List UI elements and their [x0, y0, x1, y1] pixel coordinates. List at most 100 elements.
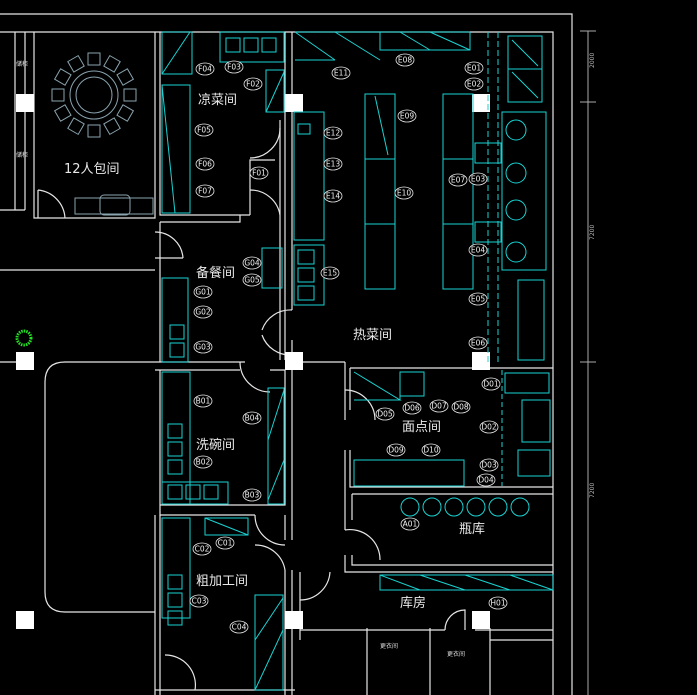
- columns: [16, 94, 490, 629]
- tag-label: F02: [246, 80, 260, 89]
- tag-label: C01: [218, 539, 233, 548]
- room-label-changing-2: 更衣间: [447, 650, 465, 658]
- room-label-changing-1: 更衣间: [380, 642, 398, 650]
- equipment-tag: E05: [468, 292, 488, 306]
- tag-label: D01: [483, 380, 499, 389]
- tag-label: C02: [195, 545, 210, 554]
- equipment-tag: F02: [243, 77, 263, 91]
- tag-label: A01: [403, 520, 418, 529]
- tag-label: D03: [481, 461, 497, 470]
- tag-label: E11: [334, 69, 349, 78]
- tag-label: D06: [404, 404, 420, 413]
- equipment-tag: D04: [476, 473, 496, 487]
- equipment-tag: D07: [429, 399, 449, 413]
- equipment-tag: G02: [193, 305, 213, 319]
- equipment-tag: F04: [195, 62, 215, 76]
- equipment-tag: D01: [481, 377, 501, 391]
- tag-label: H01: [490, 599, 505, 608]
- chair: [53, 68, 72, 86]
- tag-label: F03: [227, 63, 241, 72]
- chair: [87, 52, 101, 66]
- equipment-tag: G03: [193, 340, 213, 354]
- sofa: [74, 194, 154, 216]
- chair: [67, 54, 85, 73]
- tag-label: D05: [377, 410, 393, 419]
- tag-label: C03: [192, 597, 207, 606]
- tag-label: E01: [467, 64, 482, 73]
- equipment-tag: B04: [242, 411, 262, 425]
- tag-label: D04: [478, 476, 494, 485]
- equipment-tag: D05: [375, 407, 395, 421]
- equipment-tag: D02: [479, 420, 499, 434]
- room-label-dishwashing: 洗碗间: [196, 437, 235, 453]
- equipment-tag: A01: [400, 517, 420, 531]
- tag-label: G03: [195, 343, 211, 352]
- equipment-tag: D03: [479, 458, 499, 472]
- dimension-line: 2000 7200 7200: [580, 30, 596, 695]
- equipment-tag: D09: [386, 443, 406, 457]
- equipment-tag: B02: [193, 455, 213, 469]
- equipment-tag: C04: [229, 620, 249, 634]
- chair: [53, 104, 72, 122]
- equipment: [161, 31, 554, 691]
- equipment-tag: G05: [242, 273, 262, 287]
- equipment-tag: D08: [451, 400, 471, 414]
- equipment-tag: F03: [224, 60, 244, 74]
- room-label-storeroom: 库房: [400, 595, 426, 611]
- chair: [103, 54, 121, 73]
- plant-icon: [15, 329, 33, 347]
- tag-label: F05: [197, 126, 211, 135]
- bottle-rack: [422, 497, 442, 517]
- tag-label: G01: [195, 288, 211, 297]
- tag-label: E15: [323, 269, 338, 278]
- equipment-tag: F07: [195, 184, 215, 198]
- bottle-rack: [488, 497, 508, 517]
- tag-label: B03: [245, 491, 260, 500]
- bottle-rack: [510, 497, 530, 517]
- dimension-label: 2000: [589, 53, 596, 68]
- equipment-tag: C02: [192, 542, 212, 556]
- tag-label: F06: [198, 160, 212, 169]
- room-labels: 12人包间 凉菜间 备餐间 热菜间 洗碗间 面点间 瓶库 粗加工间 库房 更衣间…: [16, 60, 485, 658]
- equipment-tag: E09: [397, 109, 417, 123]
- chair: [51, 88, 65, 102]
- tag-label: E10: [397, 189, 412, 198]
- tag-label: E13: [326, 160, 341, 169]
- tag-label: G05: [244, 276, 260, 285]
- tag-label: D09: [388, 446, 404, 455]
- bottle-rack: [466, 497, 486, 517]
- cabinet-label-1: 储柜: [16, 60, 28, 68]
- room-label-private: 12人包间: [64, 162, 120, 177]
- tag-label: E06: [471, 339, 486, 348]
- equipment-tag: D06: [402, 401, 422, 415]
- equipment-tag: E12: [323, 126, 343, 140]
- equipment-tag: E08: [395, 53, 415, 67]
- tag-label: E09: [400, 112, 415, 121]
- room-label-cold-dish: 凉菜间: [198, 93, 237, 108]
- room-label-hot-kitchen: 热菜间: [353, 328, 392, 343]
- equipment-tag: E11: [331, 66, 351, 80]
- equipment-tag: C01: [215, 536, 235, 550]
- tag-label: C04: [232, 623, 247, 632]
- equipment-tag: F01: [249, 166, 269, 180]
- cabinet-label-2: 储柜: [16, 151, 28, 159]
- tag-label: B01: [196, 397, 211, 406]
- equipment-tag: F05: [194, 123, 214, 137]
- equipment-tag: E06: [468, 336, 488, 350]
- tag-label: D02: [481, 423, 497, 432]
- bottle-rack: [400, 497, 420, 517]
- equipment-tag: E03: [468, 172, 488, 186]
- equipment-tag: E10: [394, 186, 414, 200]
- equipment-tag: E04: [468, 243, 488, 257]
- tag-label: D10: [423, 446, 439, 455]
- tag-label: D07: [431, 402, 447, 411]
- tag-label: E08: [398, 56, 413, 65]
- tag-label: F01: [252, 169, 266, 178]
- dimension-label: 7200: [589, 483, 596, 498]
- equipment-tag: H01: [488, 596, 508, 610]
- equipment-tag: E02: [464, 77, 484, 91]
- chair: [116, 68, 135, 86]
- tag-label: D08: [453, 403, 469, 412]
- equipment-tag: E01: [464, 61, 484, 75]
